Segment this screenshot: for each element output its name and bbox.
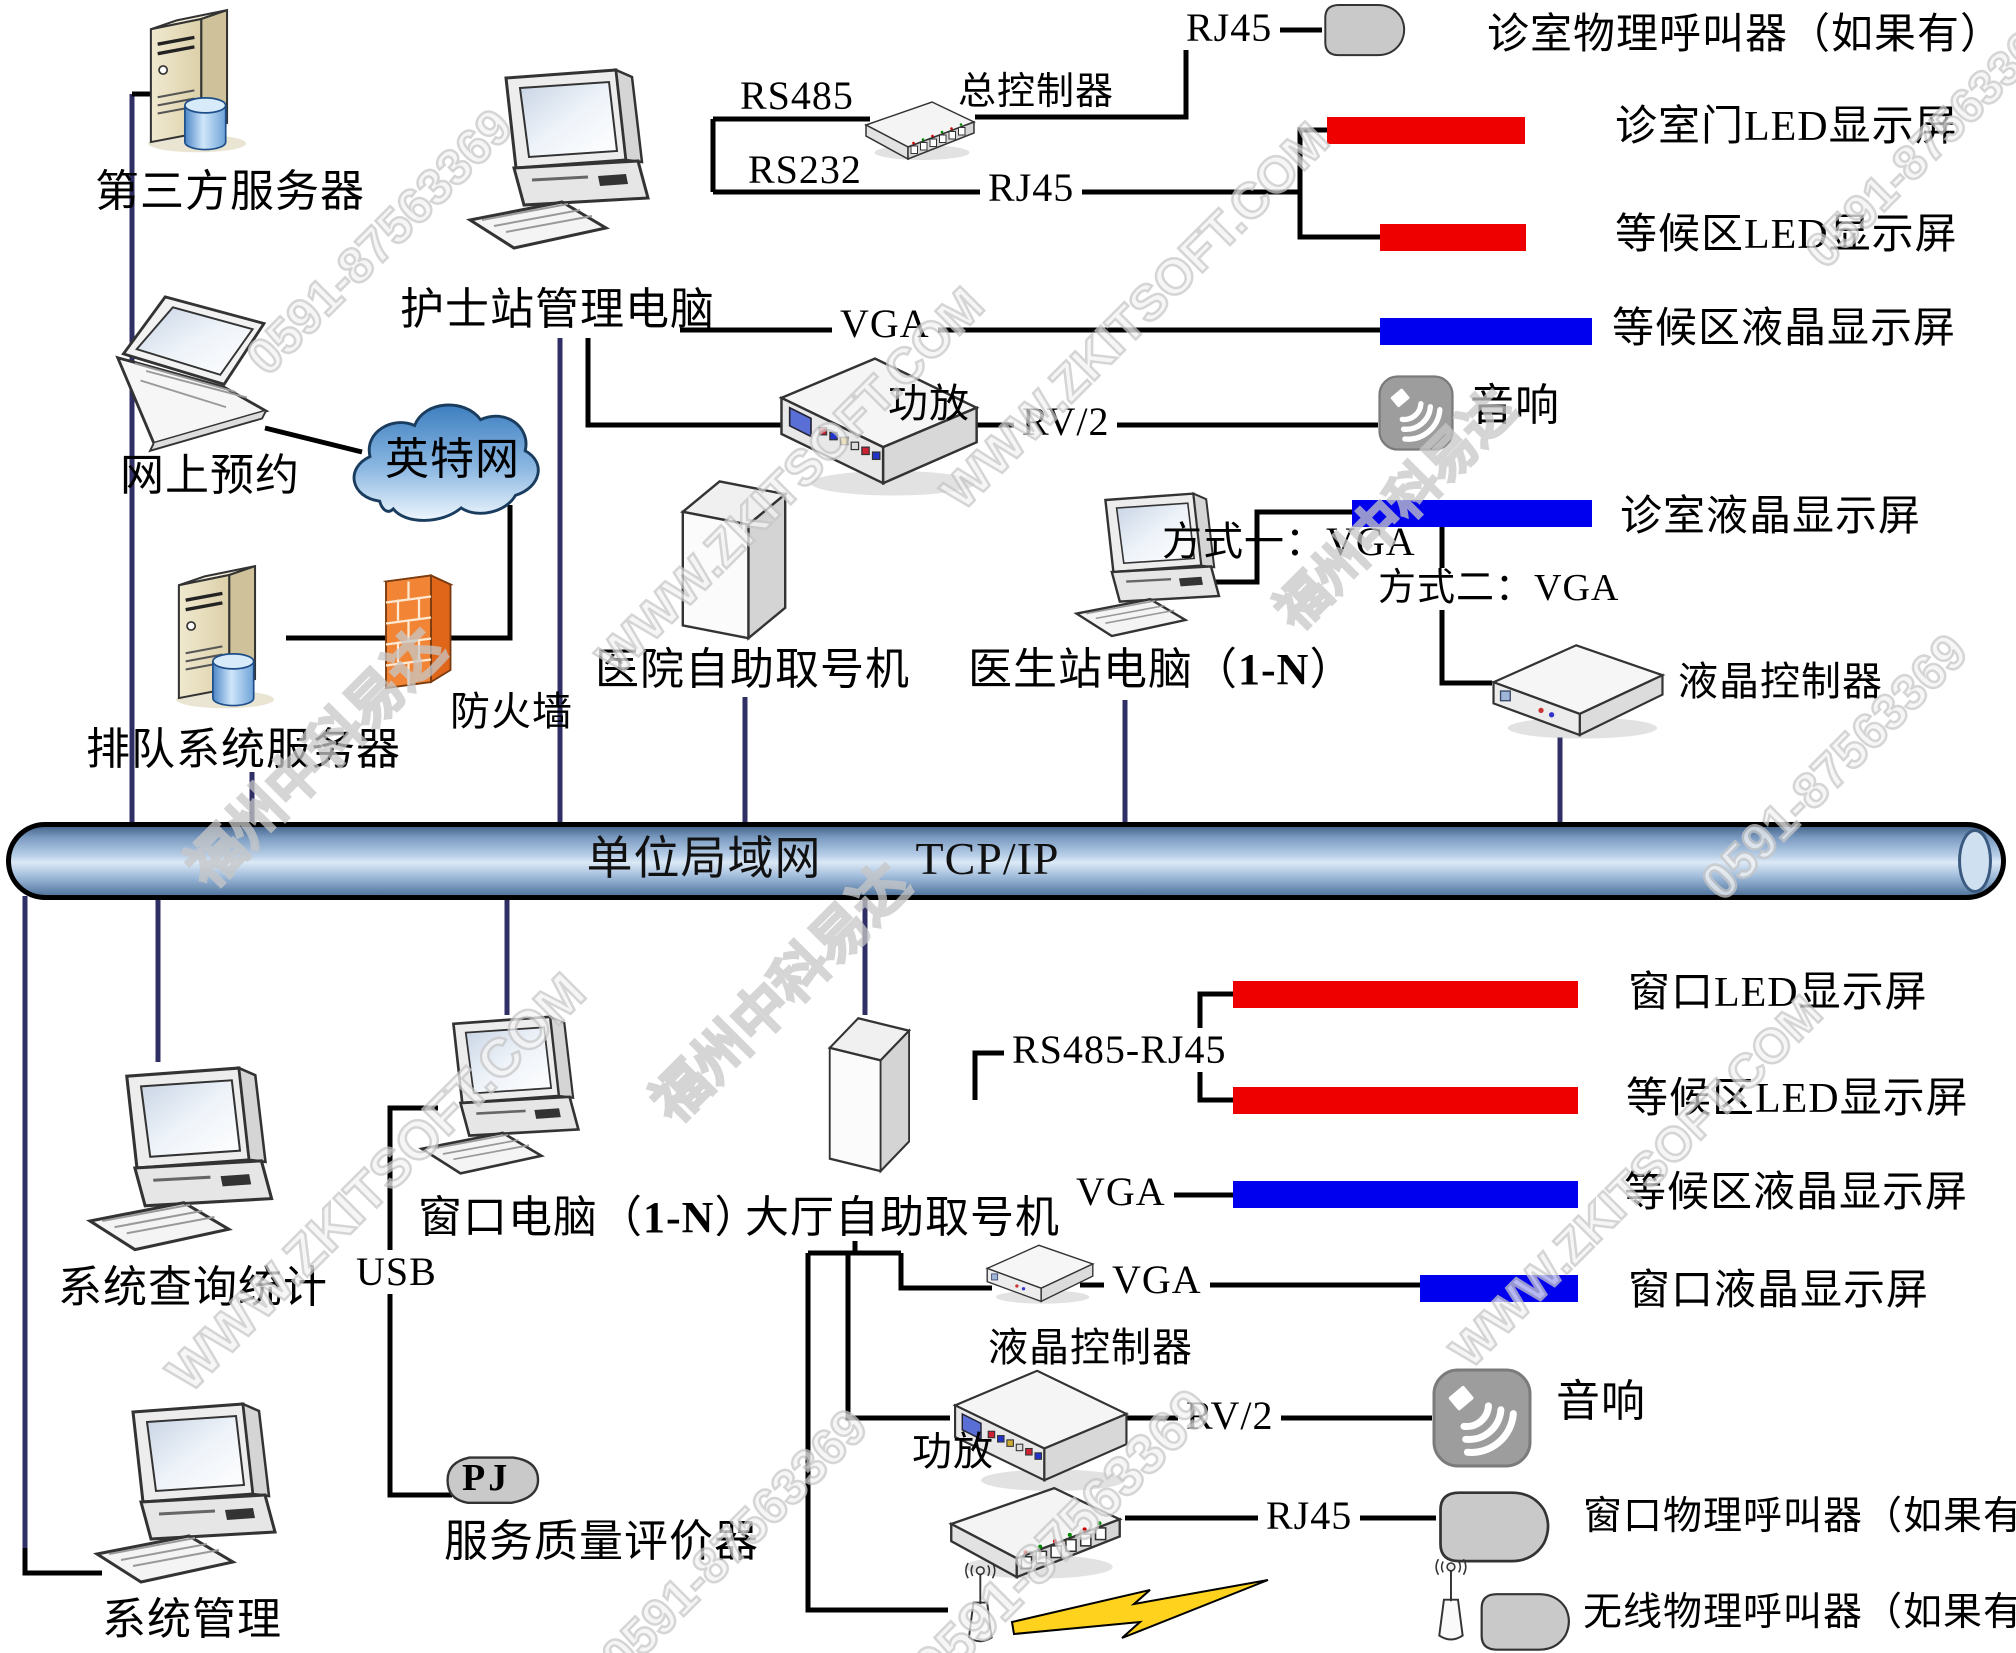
online-booking-label: 网上预约 [120, 451, 300, 500]
wireless-physical-caller-icon [1480, 1593, 1570, 1651]
nurse-station-label: 护士站管理电脑 [400, 285, 715, 334]
lan-bus-end-cap [1958, 829, 1992, 893]
speaker-bottom-icon [1433, 1370, 1530, 1466]
wireless-antenna-right-icon [1435, 1558, 1467, 1641]
vga-window-link-label: VGA [1104, 1258, 1210, 1302]
window-computer-label-suffix: ） [714, 1193, 760, 1242]
system-mgmt-computer-icon [95, 1402, 277, 1584]
waiting-led-top-label: 等候区LED显示屏 [1615, 212, 1958, 258]
room-lcd-bar [1352, 500, 1592, 527]
nurse-station-computer-icon [468, 68, 650, 250]
wireless-lightning-icon [1010, 1579, 1269, 1639]
lcd-controller-top-label: 液晶控制器 [1678, 659, 1883, 704]
lan-bus [6, 822, 2006, 900]
waiting-lcd-bottom-bar [1233, 1181, 1578, 1208]
query-stats-label: 系统查询统计 [58, 1263, 328, 1312]
doctor-station-label: 医生站电脑（1-N） [968, 645, 1355, 694]
usb-link-label: USB [348, 1250, 445, 1294]
rj45-top-link-label: RJ45 [1178, 6, 1281, 50]
waiting-led-bottom-label: 等候区LED显示屏 [1626, 1076, 1969, 1122]
hall-kiosk-icon [828, 1017, 911, 1173]
doctor-station-computer-icon [1075, 492, 1221, 638]
window-caller-label: 窗口物理呼叫器（如果有） [1583, 1495, 2016, 1538]
pj-device-label: PJ [462, 1457, 511, 1499]
rs232-link-label: RS232 [748, 147, 862, 192]
internet-label: 英特网 [385, 435, 520, 484]
doctor-station-label-suffix: ） [1309, 645, 1355, 694]
window-led-label: 窗口LED显示屏 [1628, 970, 1928, 1016]
third-party-server-label: 第三方服务器 [95, 167, 365, 216]
rs485-rj45-link-label: RS485-RJ45 [1004, 1028, 1235, 1072]
room-door-led-bar [1327, 117, 1525, 144]
vga-hall-link-label: VGA [1068, 1170, 1174, 1214]
window-computer-label-prefix: 窗口电脑（ [418, 1193, 643, 1242]
vga-top-link-label: VGA [832, 302, 938, 346]
speaker-bottom-label: 音响 [1556, 1377, 1646, 1426]
amplifier-bottom-label: 功放 [912, 1429, 994, 1474]
rj45-mid-link-label: RJ45 [980, 166, 1083, 210]
rv2-top-link-label: RV/2 [1014, 400, 1118, 444]
caller-controller-icon [950, 1486, 1121, 1580]
hospital-kiosk-label: 医院自助取号机 [595, 645, 910, 694]
doctor-station-label-range: 1-N [1238, 645, 1310, 694]
system-mgmt-label: 系统管理 [102, 1595, 282, 1644]
window-led-bar [1233, 981, 1578, 1008]
queue-server-label: 排队系统服务器 [86, 725, 401, 774]
window-computer-label-range: 1-N [643, 1193, 715, 1242]
doctor-station-label-prefix: 医生站电脑（ [968, 645, 1238, 694]
mode2-vga-link-label: 方式二：VGA [1370, 567, 1628, 610]
room-door-led-label: 诊室门LED显示屏 [1615, 104, 1958, 150]
waiting-lcd-top-label: 等候区液晶显示屏 [1612, 306, 1957, 352]
lan-drop-lines [22, 94, 1563, 1548]
window-computer-label: 窗口电脑（1-N） [418, 1193, 760, 1242]
lcd-controller-top-icon [1492, 644, 1664, 740]
waiting-lcd-bottom-label: 等候区液晶显示屏 [1624, 1170, 1969, 1216]
firewall-icon [384, 574, 452, 690]
window-lcd-label: 窗口液晶显示屏 [1628, 1268, 1930, 1314]
wireless-caller-label: 无线物理呼叫器（如果有） [1583, 1591, 2016, 1634]
hospital-kiosk-icon [681, 480, 787, 640]
mode1-vga-link-label: 方式一：VGA [1162, 519, 1416, 564]
online-booking-laptop-icon [116, 295, 268, 453]
query-stats-computer-icon [88, 1066, 274, 1252]
service-evaluator-label: 服务质量评价器 [444, 1517, 759, 1566]
waiting-lcd-top-bar [1380, 318, 1592, 345]
connector-lines [22, 27, 1492, 1613]
rj45-bottom-link-label: RJ45 [1258, 1494, 1361, 1538]
window-physical-caller-icon [1439, 1491, 1550, 1563]
window-lcd-bar [1420, 1275, 1578, 1302]
rv2-bottom-link-label: RV/2 [1178, 1394, 1282, 1438]
speaker-top-icon [1379, 377, 1453, 450]
window-computer-icon [420, 1015, 580, 1175]
lcd-controller-bottom-icon [986, 1244, 1094, 1305]
rs485-link-label: RS485 [740, 73, 854, 118]
waiting-led-top-bar [1380, 224, 1526, 251]
hall-kiosk-label: 大厅自助取号机 [745, 1193, 1060, 1242]
waiting-led-bottom-bar [1233, 1087, 1578, 1114]
amplifier-top-label: 功放 [888, 381, 970, 426]
main-controller-label: 总控制器 [958, 71, 1115, 113]
queue-server-icon [174, 564, 276, 710]
lan-label: 单位局域网 TCP/IP [586, 833, 1060, 884]
amplifier-top-icon [780, 357, 978, 497]
room-lcd-label: 诊室液晶显示屏 [1620, 494, 1922, 540]
lcd-controller-bottom-label: 液晶控制器 [988, 1325, 1193, 1370]
room-caller-label: 诊室物理呼叫器（如果有） [1487, 12, 2004, 58]
speaker-top-label: 音响 [1470, 381, 1560, 430]
room-physical-caller-icon [1324, 3, 1406, 57]
third-party-server-icon [146, 8, 248, 154]
firewall-label: 防火墙 [450, 689, 573, 734]
